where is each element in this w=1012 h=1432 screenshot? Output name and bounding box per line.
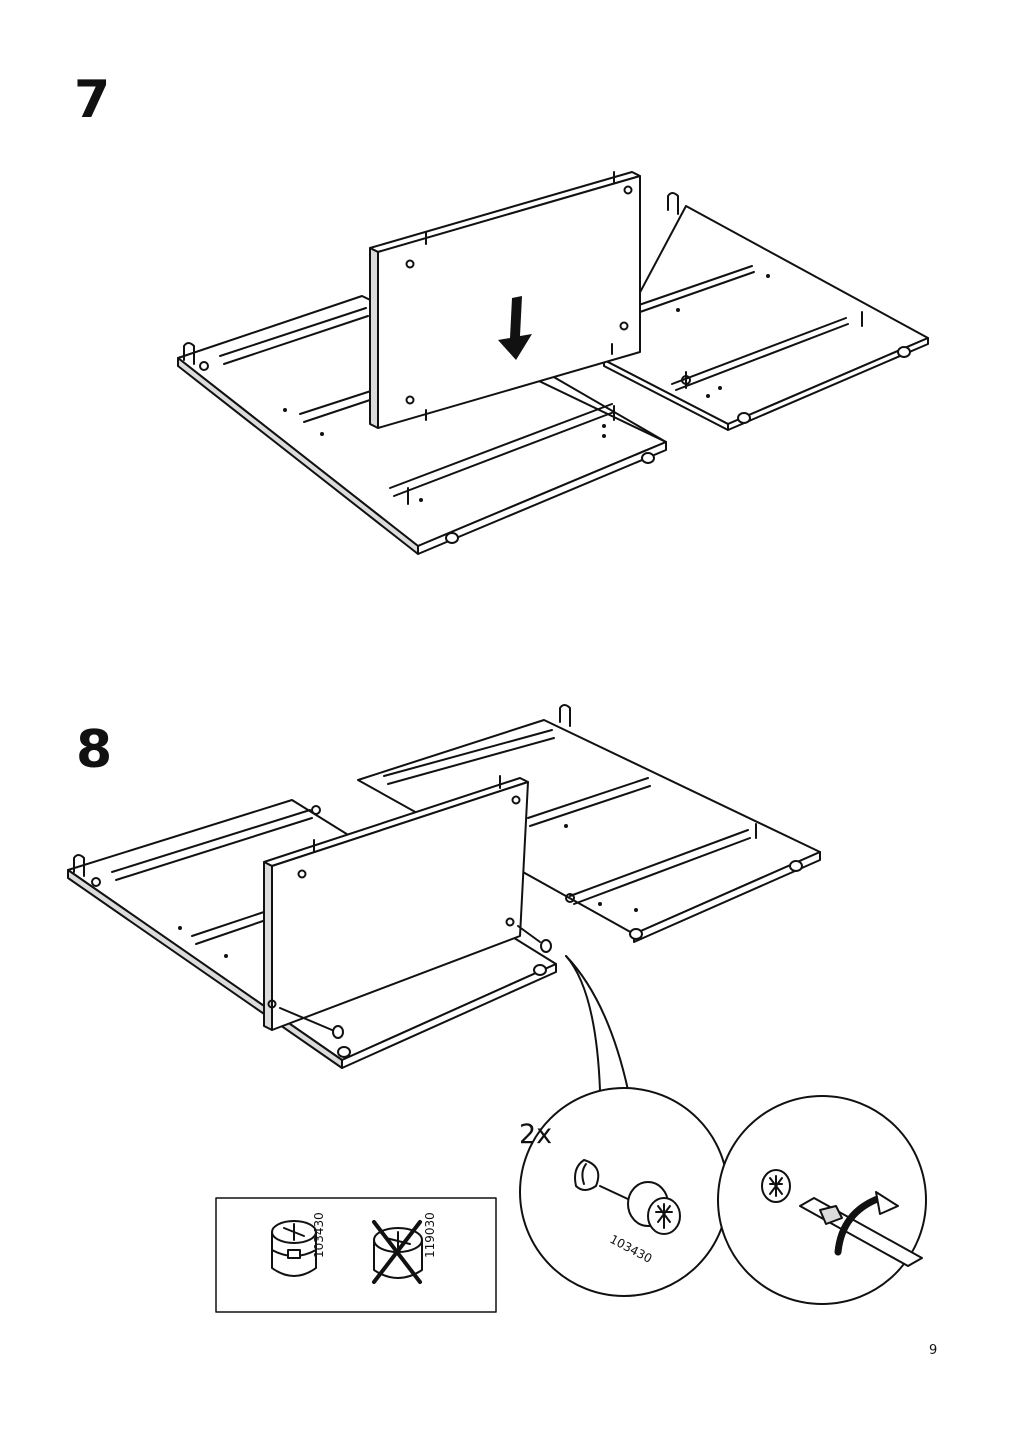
step-8-drawing xyxy=(67,704,821,1091)
step-7-right-panel xyxy=(603,192,929,431)
step-7-number: 7 xyxy=(74,70,111,130)
step-7-drawing xyxy=(177,171,929,555)
step-8-number: 8 xyxy=(76,720,113,780)
page-number: 9 xyxy=(929,1343,938,1358)
cam-lock-wrong-icon xyxy=(372,1220,423,1284)
step-7-left-panel xyxy=(177,295,667,555)
parts-info-box xyxy=(215,1197,497,1313)
down-arrow-icon xyxy=(498,296,532,360)
step-8-cam-fittings xyxy=(267,917,552,1039)
zoom-callout-insert xyxy=(519,1087,729,1297)
wrong-part-code: 119030 xyxy=(423,1212,437,1258)
step-8-right-panel xyxy=(357,704,821,943)
zoom-callout-tighten xyxy=(717,1095,927,1305)
correct-part-code: 103430 xyxy=(312,1212,326,1258)
step-8-divider-panel xyxy=(263,775,529,1031)
quantity-label: 2x xyxy=(519,1119,553,1150)
step-7-divider-panel xyxy=(369,171,641,429)
cam-lock-correct-icon xyxy=(271,1220,317,1277)
